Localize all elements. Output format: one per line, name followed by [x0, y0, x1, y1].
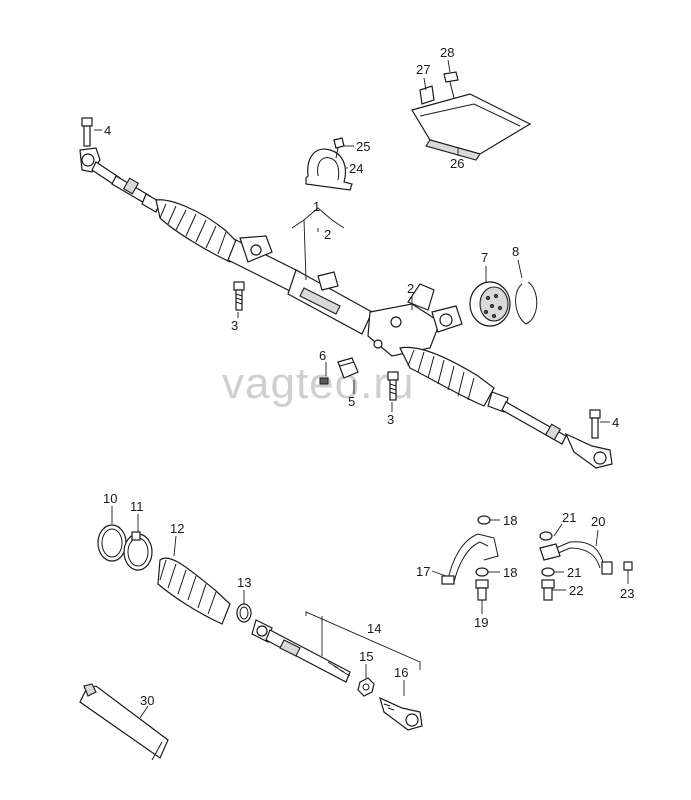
- watermark-text: vagteo.ru: [222, 359, 414, 408]
- callout-4-left: 4: [104, 123, 111, 138]
- callout-8: 8: [512, 244, 519, 259]
- callout-4-right: 4: [612, 415, 619, 430]
- pressure-line-17: [441, 515, 499, 601]
- boot-12: [157, 557, 231, 625]
- bracket-5: [319, 357, 359, 385]
- callout-12: 12: [170, 521, 184, 536]
- callout-10: 10: [103, 491, 117, 506]
- callout-13: 13: [237, 575, 251, 590]
- callout-23: 23: [620, 586, 634, 601]
- nut-15: [357, 677, 375, 697]
- callout-24: 24: [349, 161, 363, 176]
- callout-1: 1: [313, 199, 320, 214]
- callout-27: 27: [416, 62, 430, 77]
- callout-19: 19: [474, 615, 488, 630]
- callout-2-upper: 2: [324, 227, 331, 242]
- bolts: [81, 117, 601, 439]
- callout-numbers: 1 2 2 3 3 4 4 5 6 7 8 10 11 12 13 14 15 …: [103, 45, 634, 708]
- pressure-line-20: [539, 531, 633, 601]
- callout-18-lower: 18: [503, 565, 517, 580]
- callout-25: 25: [356, 139, 370, 154]
- callout-14: 14: [367, 621, 381, 636]
- callout-15: 15: [359, 649, 373, 664]
- clamp-11: [123, 531, 153, 571]
- callout-21-upper: 21: [562, 510, 576, 525]
- tie-rod-end-16: [379, 696, 423, 731]
- callout-28: 28: [440, 45, 454, 60]
- steering-rack-assembly: [79, 147, 613, 469]
- grease-tube-30: [79, 683, 169, 761]
- callout-6: 6: [319, 348, 326, 363]
- callout-3-left: 3: [231, 318, 238, 333]
- callout-18-upper: 18: [503, 513, 517, 528]
- ring-10: [97, 524, 127, 562]
- heat-shield: [411, 71, 532, 161]
- callout-2-lower: 2: [407, 281, 414, 296]
- mounting-clamp: [305, 137, 353, 191]
- callout-11: 11: [130, 499, 144, 514]
- clamp-13: [236, 603, 252, 623]
- leader-lines: [94, 59, 629, 719]
- callout-7: 7: [481, 250, 488, 265]
- gear-cover: [469, 281, 538, 327]
- callout-26: 26: [450, 156, 464, 171]
- tie-rod-14: [251, 619, 351, 683]
- callout-17: 17: [416, 564, 430, 579]
- callout-16: 16: [394, 665, 408, 680]
- callout-21-lower: 21: [567, 565, 581, 580]
- callout-22: 22: [569, 583, 583, 598]
- callout-30: 30: [140, 693, 154, 708]
- callout-5: 5: [348, 394, 355, 409]
- callout-3-right: 3: [387, 412, 394, 427]
- callout-20: 20: [591, 514, 605, 529]
